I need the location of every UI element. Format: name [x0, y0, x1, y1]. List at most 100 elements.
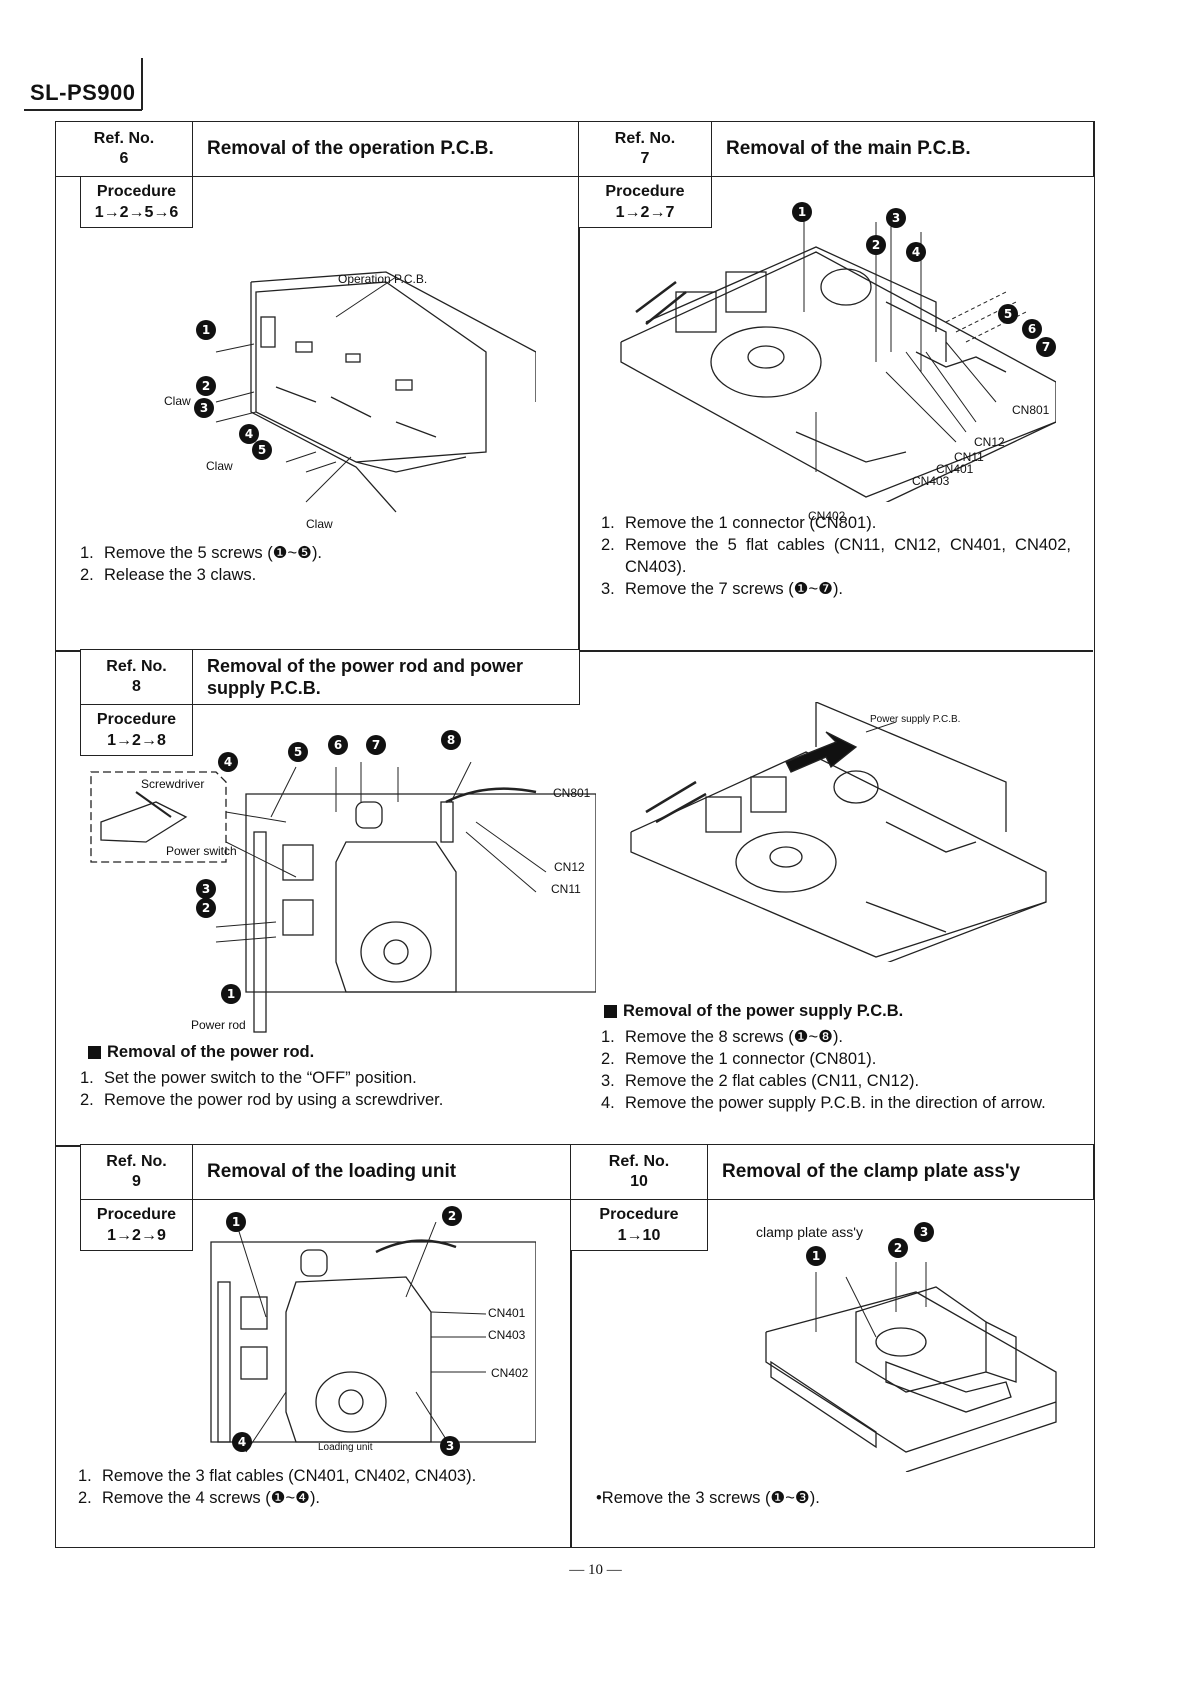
label-cn801-rod: CN801	[553, 786, 591, 800]
figure-clamp-plate	[756, 1252, 1076, 1472]
ref-number: 10	[630, 1173, 648, 1190]
ref-number: 6	[119, 150, 129, 167]
procedure-10: Procedure 1→10	[570, 1199, 708, 1251]
label-claw-2: Claw	[206, 459, 233, 473]
screw-5-badge: 5	[288, 742, 308, 762]
step-item: 2.Remove the 4 screws (❶~❹).	[78, 1489, 321, 1507]
label-power-supply-pcb: Power supply P.C.B.	[870, 714, 961, 725]
screw-3-badge: 3	[886, 208, 906, 228]
screw-4-badge: 4	[906, 242, 926, 262]
steps-10: •Remove the 3 screws (❶~❸).	[596, 1487, 1066, 1509]
col-divider-top	[578, 122, 580, 650]
label-power-rod: Power rod	[191, 1018, 246, 1032]
ref-no-9: Ref. No. 9	[80, 1144, 193, 1200]
screw-4-badge: 4	[239, 424, 259, 444]
screw-4-badge: 4	[218, 752, 238, 772]
label-screwdriver: Screwdriver	[141, 777, 205, 791]
title-text: Removal of the power rod and power suppl…	[207, 656, 524, 698]
step-item: 1.Remove the 1 connector (CN801).	[601, 514, 877, 532]
steps-7: 1.Remove the 1 connector (CN801). 2.Remo…	[601, 512, 1071, 600]
header-rule-vertical	[141, 58, 143, 110]
screw-2-badge: 2	[866, 235, 886, 255]
label-cn12-rod: CN12	[554, 860, 585, 874]
screw-2-badge: 2	[888, 1238, 908, 1258]
label-cn403-loading: CN403	[488, 1328, 526, 1342]
steps-power-supply: 1.Remove the 8 screws (❶~❽). 2.Remove th…	[601, 1026, 1071, 1114]
title-text: Removal of the main P.C.B.	[726, 138, 971, 159]
label-cn11-rod: CN11	[551, 882, 581, 896]
procedure-label: Procedure	[96, 1206, 177, 1223]
step-item: 2.Release the 3 claws.	[80, 566, 257, 584]
header-rule-horizontal	[24, 109, 142, 111]
subhead-power-supply: Removal of the power supply P.C.B.	[604, 1002, 903, 1021]
ref-number: 7	[640, 150, 650, 167]
screw-1-badge: 1	[196, 320, 216, 340]
label-cn403: CN403	[912, 474, 950, 488]
step-item: 2.Remove the power rod by using a screwd…	[80, 1091, 444, 1109]
steps-power-rod: 1.Set the power switch to the “OFF” posi…	[80, 1067, 560, 1111]
ref-no-6: Ref. No. 6	[55, 121, 193, 177]
procedure-label: Procedure	[96, 711, 177, 728]
label-loading-unit: Loading unit	[318, 1442, 373, 1453]
label-cn11: CN11	[954, 450, 984, 464]
screw-8-badge: 8	[441, 730, 461, 750]
page-number: — 10 —	[569, 1562, 622, 1578]
screw-2-badge: 2	[196, 376, 216, 396]
subhead-power-rod: Removal of the power rod.	[88, 1043, 314, 1062]
ref-number: 8	[132, 678, 141, 695]
screw-7-badge: 7	[366, 735, 386, 755]
screw-2-badge: 2	[442, 1206, 462, 1226]
screw-1-badge: 1	[806, 1246, 826, 1266]
step-item: 1.Remove the 5 screws (❶~❺).	[80, 544, 323, 562]
procedure-sequence: 1→10	[617, 1227, 661, 1244]
ref-number: 9	[132, 1173, 141, 1190]
label-cn402-loading: CN402	[491, 1366, 529, 1380]
procedure-sequence: 1→2→8	[107, 732, 166, 749]
title-text: Removal of the loading unit	[207, 1161, 457, 1182]
label-claw-3: Claw	[306, 517, 333, 531]
label-claw-1: Claw	[164, 394, 191, 408]
screw-6-badge: 6	[1022, 319, 1042, 339]
figure-loading-unit	[206, 1222, 536, 1462]
label-cn801: CN801	[1012, 403, 1050, 417]
screw-5-badge: 5	[252, 440, 272, 460]
steps-6: 1.Remove the 5 screws (❶~❺). 2.Release t…	[80, 542, 560, 586]
ref-label: Ref. No.	[106, 658, 167, 675]
procedure-label: Procedure	[605, 183, 685, 200]
title-text: Removal of the operation P.C.B.	[207, 138, 494, 159]
screw-4-badge: 4	[232, 1432, 252, 1452]
step-item: 1.Remove the 3 flat cables (CN401, CN402…	[78, 1467, 477, 1485]
ref-label: Ref. No.	[106, 1153, 167, 1170]
procedure-9: Procedure 1→2→9	[80, 1199, 193, 1251]
ref-no-10: Ref. No. 10	[570, 1144, 708, 1200]
procedure-label: Procedure	[96, 183, 177, 200]
title-text: Removal of the clamp plate ass'y	[722, 1161, 1021, 1182]
figure-main-pcb	[616, 192, 1056, 502]
steps-9: 1.Remove the 3 flat cables (CN401, CN402…	[78, 1465, 558, 1509]
screw-3-badge: 3	[194, 398, 214, 418]
screw-1-badge: 1	[226, 1212, 246, 1232]
step-item: 3.Remove the 2 flat cables (CN11, CN12).	[601, 1072, 920, 1090]
procedure-sequence: 1→2→7	[615, 204, 675, 221]
step-item: •Remove the 3 screws (❶~❸).	[596, 1489, 820, 1507]
section-title-9: Removal of the loading unit	[192, 1144, 572, 1200]
screw-1-badge: 1	[221, 984, 241, 1004]
label-cn401-loading: CN401	[488, 1306, 526, 1320]
procedure-sequence: 1→2→5→6	[94, 204, 179, 221]
screw-1-badge: 1	[792, 202, 812, 222]
procedure-6: Procedure 1→2→5→6	[80, 176, 193, 228]
procedure-sheet: Ref. No. 6 Removal of the operation P.C.…	[55, 121, 1095, 1548]
label-cn12: CN12	[974, 435, 1005, 449]
procedure-8: Procedure 1→2→8	[80, 704, 193, 756]
screw-6-badge: 6	[328, 735, 348, 755]
section-title-7: Removal of the main P.C.B.	[711, 121, 1094, 177]
label-cn401: CN401	[936, 462, 974, 476]
screw-3-badge: 3	[914, 1222, 934, 1242]
step-item: 1.Set the power switch to the “OFF” posi…	[80, 1069, 417, 1087]
label-clamp-plate: clamp plate ass'y	[756, 1224, 863, 1240]
step-item: 1.Remove the 8 screws (❶~❽).	[601, 1028, 844, 1046]
step-item: 4.Remove the power supply P.C.B. in the …	[601, 1094, 1046, 1112]
label-operation-pcb: Operation P.C.B.	[338, 272, 428, 286]
section-title-6: Removal of the operation P.C.B.	[192, 121, 580, 177]
ref-no-7: Ref. No. 7	[578, 121, 712, 177]
